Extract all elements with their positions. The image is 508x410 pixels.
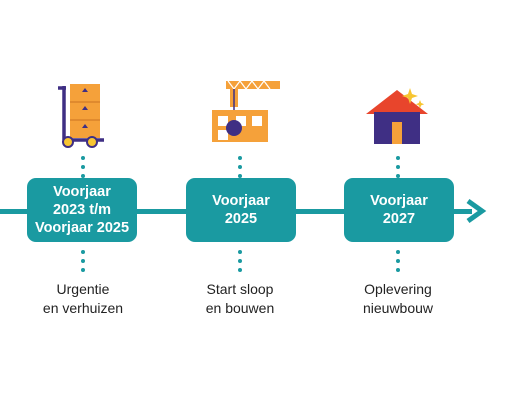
milestone-1-line-2: 2023 t/m xyxy=(52,202,112,218)
milestone-box-2: Voorjaar 2025 xyxy=(186,178,296,242)
milestone-2-caption: Start sloop en bouwen xyxy=(175,280,305,318)
milestone-2-caption-line-1: Start sloop xyxy=(206,281,274,297)
new-house-icon xyxy=(366,88,428,144)
milestone-2-line-2: 2025 xyxy=(224,211,258,227)
milestone-3-caption-line-1: Oplevering xyxy=(364,281,432,297)
upper-connector-3 xyxy=(396,156,400,183)
lower-connector-1 xyxy=(81,250,85,277)
milestone-box-1: Voorjaar 2023 t/m Voorjaar 2025 xyxy=(27,178,137,242)
construction-crane-icon xyxy=(212,80,280,142)
milestone-2-caption-line-2: en bouwen xyxy=(205,300,275,316)
milestone-2-line-1: Voorjaar xyxy=(212,193,270,209)
milestone-box-3: Voorjaar 2027 xyxy=(344,178,454,242)
moving-trolley-icon xyxy=(58,84,104,148)
upper-connector-1 xyxy=(81,156,85,183)
milestone-1-line-1: Voorjaar xyxy=(53,184,111,200)
upper-connector-2 xyxy=(238,156,242,183)
milestone-1-caption-line-1: Urgentie xyxy=(56,281,110,297)
milestone-3-line-2: 2027 xyxy=(382,211,416,227)
milestone-3-caption: Oplevering nieuwbouw xyxy=(333,280,463,318)
milestone-3-caption-line-2: nieuwbouw xyxy=(362,300,434,316)
milestone-3-line-1: Voorjaar xyxy=(370,193,428,209)
lower-connector-2 xyxy=(238,250,242,277)
milestone-1-caption: Urgentie en verhuizen xyxy=(18,280,148,318)
lower-connector-3 xyxy=(396,250,400,277)
milestone-1-caption-line-2: en verhuizen xyxy=(42,300,124,316)
milestone-1-line-3: Voorjaar 2025 xyxy=(34,220,130,236)
arrow-right-icon xyxy=(466,198,487,224)
